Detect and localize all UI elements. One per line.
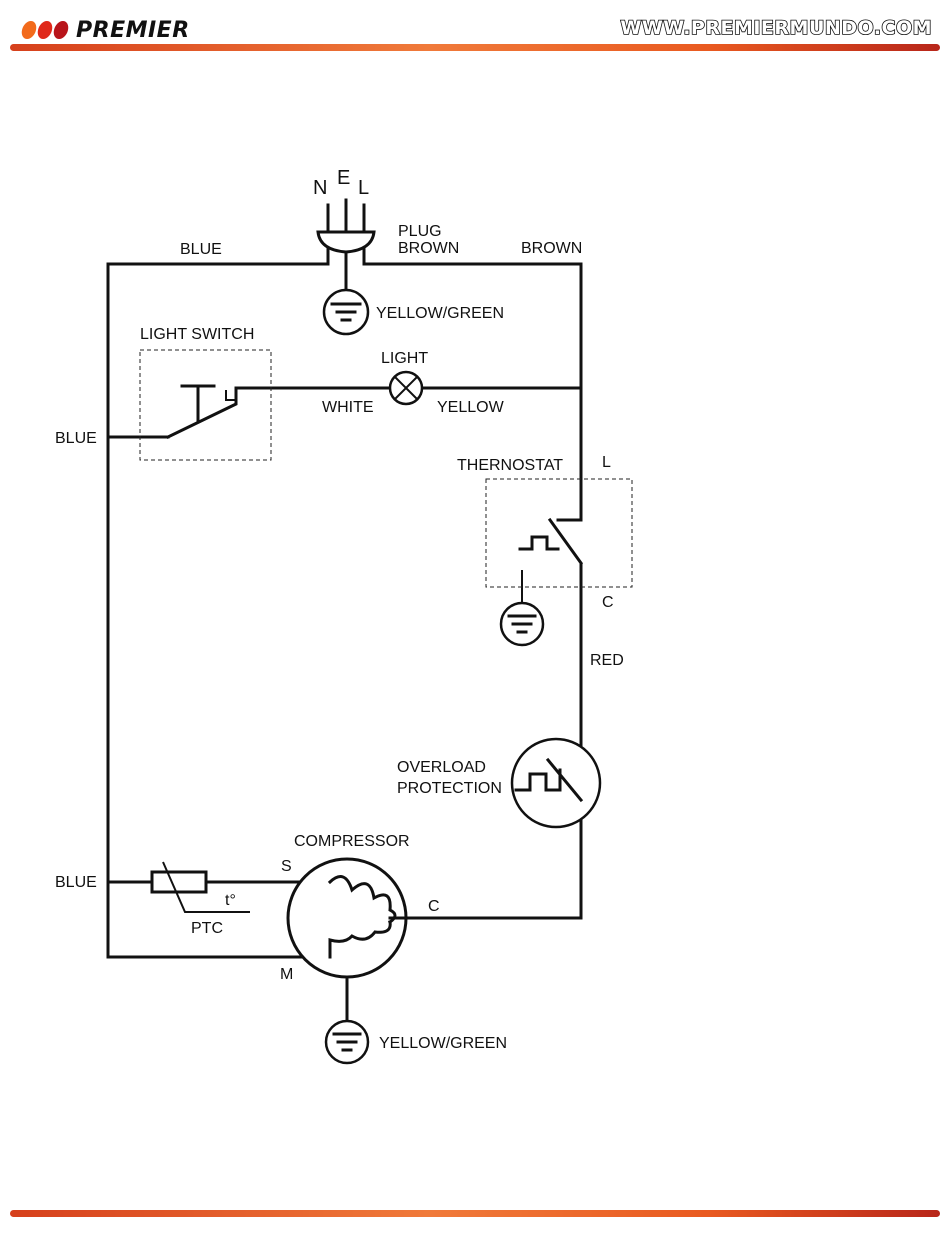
compressor-ground-label: YELLOW/GREEN	[379, 1035, 507, 1052]
plug-pin-e-label: E	[337, 167, 350, 189]
ptc-label: PTC	[191, 920, 223, 937]
thermostat-label: THERNOSTAT	[457, 457, 563, 474]
light-switch-label: LIGHT SWITCH	[140, 326, 254, 343]
overload-label-1: OVERLOAD	[397, 759, 486, 776]
plug-pin-n-label: N	[313, 177, 327, 199]
light-lamp-symbol	[390, 372, 422, 404]
ptc-blue-label: BLUE	[55, 874, 97, 891]
overload-label-2: PROTECTION	[397, 780, 502, 797]
plug-body	[318, 232, 374, 252]
thermostat-ground-symbol	[501, 603, 543, 645]
thermostat-symbol	[486, 479, 632, 587]
comp-m-label: M	[280, 966, 293, 983]
plug-label: PLUG	[398, 223, 442, 240]
plug-ground-symbol	[324, 290, 368, 334]
light-switch-symbol	[140, 350, 271, 460]
ptc-temp-label: t°	[225, 892, 236, 909]
wire-blue-top	[108, 248, 328, 957]
light-label: LIGHT	[381, 350, 428, 367]
red-wire-label: RED	[590, 652, 624, 669]
compressor-symbol	[288, 859, 406, 977]
compressor-ground-symbol	[326, 1021, 368, 1063]
thermo-l-label: L	[602, 454, 611, 471]
plug-symbol	[318, 200, 374, 252]
comp-c-label: C	[428, 898, 440, 915]
white-wire-label: WHITE	[322, 399, 374, 416]
comp-s-label: S	[281, 858, 292, 875]
overload-protection-symbol	[512, 739, 600, 827]
wire-top-left-label: BLUE	[180, 241, 222, 258]
plug-ground-label: YELLOW/GREEN	[376, 305, 504, 322]
switch-blue-label: BLUE	[55, 430, 97, 447]
thermo-c-label: C	[602, 594, 614, 611]
wire-top-right-label: BROWN	[521, 240, 582, 257]
plug-pin-l-label: L	[358, 177, 369, 199]
compressor-label: COMPRESSOR	[294, 833, 410, 850]
yellow-wire-label: YELLOW	[437, 399, 505, 416]
plug-brown-label: BROWN	[398, 240, 459, 257]
